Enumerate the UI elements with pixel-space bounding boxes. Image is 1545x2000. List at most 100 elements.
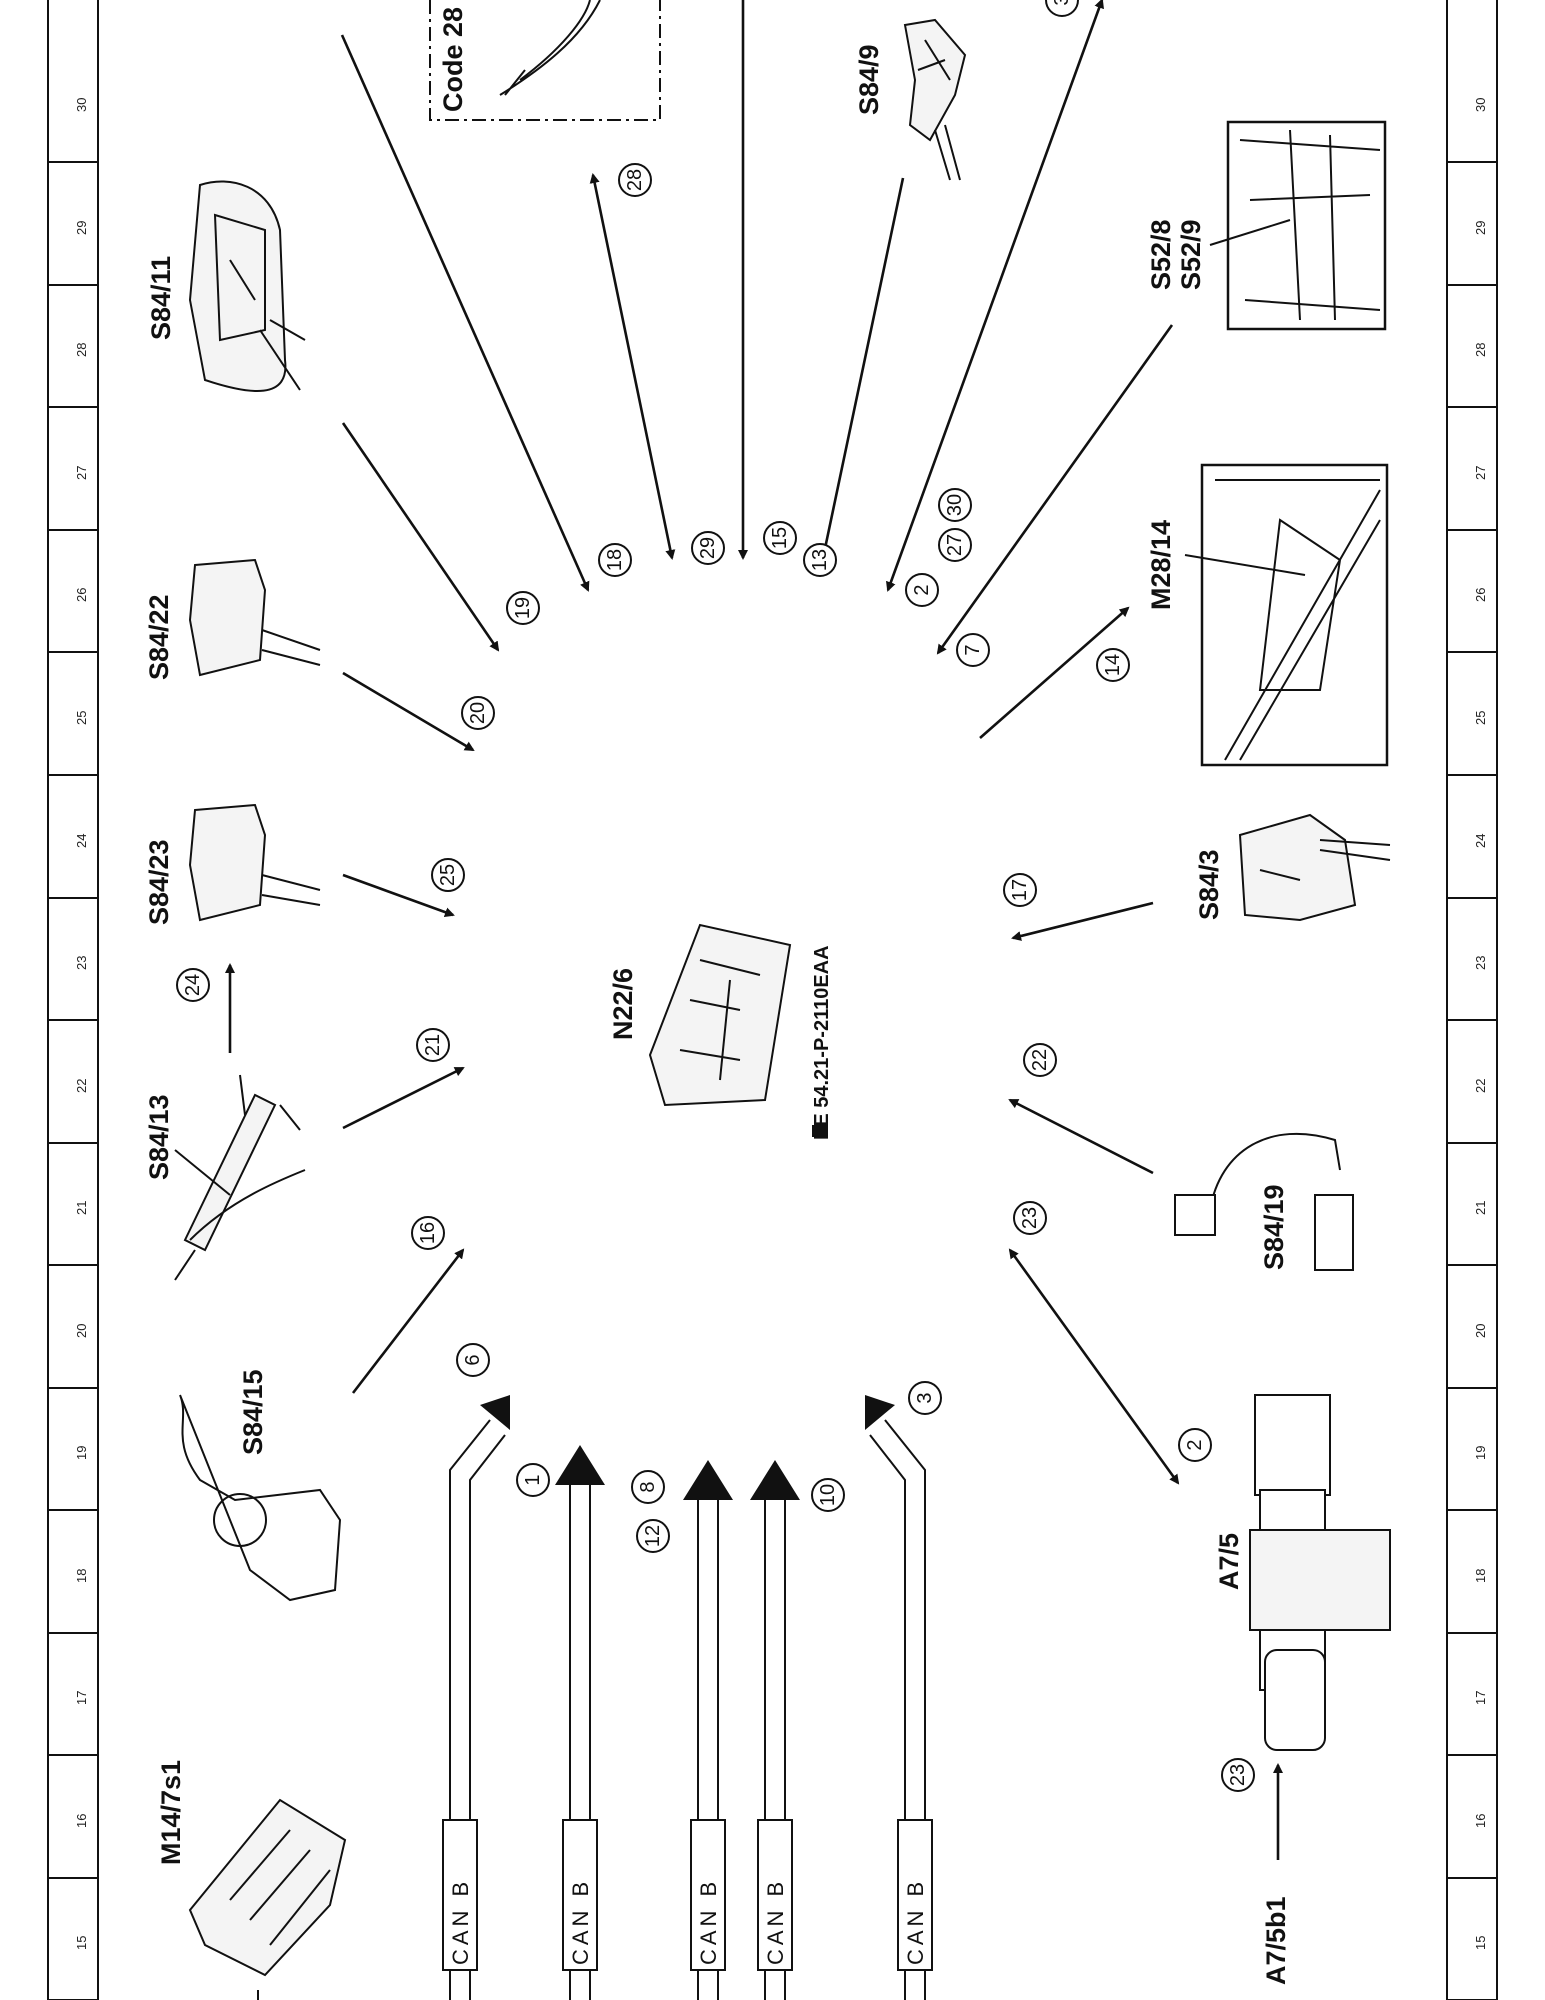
callout-22: 22 — [1023, 1043, 1057, 1077]
label-a7-5b1: A7/5b1 — [1261, 1896, 1291, 1985]
arrow-2b-23 — [1008, 1248, 1180, 1485]
component-s84-23: S84/23 — [144, 803, 321, 925]
can-b-buses: CAN B CAN B CAN B CAN B CAN B — [442, 1395, 933, 2000]
label-a7-5b1-group: A7/5b1 — [1261, 1896, 1291, 1985]
can-b-label: CAN B — [763, 1878, 788, 1965]
svg-text:28: 28 — [624, 169, 646, 191]
svg-text:3: 3 — [1051, 0, 1073, 6]
pointing-hand-icon — [812, 1125, 828, 1137]
component-n22-6[interactable]: N22/6 PE 54.21-P-2110EAA — [608, 923, 833, 1140]
callout-13: 13 — [803, 543, 837, 577]
can-b-label: CAN B — [448, 1878, 473, 1965]
svg-text:2: 2 — [1184, 1439, 1206, 1450]
can-b-label: CAN B — [696, 1878, 721, 1965]
callout-15: 15 — [763, 521, 797, 555]
svg-text:22: 22 — [1029, 1049, 1051, 1071]
svg-text:2: 2 — [911, 584, 933, 595]
arrow-28-29 — [589, 173, 676, 560]
label-s84-3: S84/3 — [1194, 849, 1224, 920]
connection-arrows — [225, 0, 1283, 1860]
svg-text:30: 30 — [944, 494, 966, 516]
label-s84-13: S84/13 — [144, 1094, 174, 1180]
ruler-label: 28 — [74, 343, 89, 357]
component-m28-14: M28/14 — [1146, 463, 1389, 767]
svg-text:6: 6 — [462, 1354, 484, 1365]
ruler-label: 15 — [1473, 1936, 1488, 1950]
callout-23: 23 — [1221, 1758, 1255, 1792]
callout-1: 1 — [516, 1463, 550, 1497]
can-b-bus: CAN B — [865, 1395, 933, 2000]
label-m14-7s1: M14/7s1 — [156, 1760, 186, 1865]
ruler-label: 15 — [74, 1936, 89, 1950]
ruler-label: 18 — [1473, 1569, 1488, 1583]
label-m28-14: M28/14 — [1146, 520, 1176, 610]
can-b-bus: CAN B — [442, 1395, 510, 2000]
callout-18: 18 — [598, 543, 632, 577]
arrow-14 — [979, 606, 1130, 739]
ruler-label: 19 — [74, 1446, 89, 1460]
svg-text:16: 16 — [417, 1222, 439, 1244]
arrow-17 — [1011, 901, 1154, 941]
component-s84-19: S84/19 — [1174, 1132, 1354, 1271]
label-n22-6: N22/6 — [608, 968, 638, 1040]
can-b-bus: CAN B — [683, 1460, 733, 2000]
ruler-label: 26 — [74, 588, 89, 602]
label-a7-5: A7/5 — [1214, 1533, 1244, 1590]
callout-28: 28 — [618, 163, 652, 197]
label-s84-11: S84/11 — [146, 256, 176, 340]
callout-19: 19 — [506, 591, 540, 625]
ruler-label: 27 — [74, 466, 89, 480]
ruler-label: 19 — [1473, 1446, 1488, 1460]
ruler-label: 16 — [1473, 1814, 1488, 1828]
callout-25: 25 — [431, 858, 465, 892]
component-s84-9: S84/9 — [854, 18, 967, 181]
label-s84-22: S84/22 — [144, 594, 174, 680]
arrow-20 — [342, 671, 475, 752]
svg-text:27: 27 — [944, 534, 966, 556]
component-m14-7s1: M14/7s1 — [156, 1760, 347, 2000]
ruler-label: 29 — [74, 221, 89, 235]
ruler-label: 16 — [74, 1814, 89, 1828]
svg-text:20: 20 — [467, 702, 489, 724]
ruler-label: 24 — [74, 834, 89, 848]
callout-8: 8 — [631, 1470, 665, 1504]
arrow-18 — [340, 34, 590, 592]
callout-21: 21 — [416, 1028, 450, 1062]
label-s84-19: S84/19 — [1259, 1184, 1289, 1270]
callout-12: 12 — [636, 1519, 670, 1553]
callout-6: 6 — [456, 1343, 490, 1377]
svg-text:3: 3 — [914, 1392, 936, 1403]
callout-2: 2 — [905, 573, 939, 607]
ruler-label: 24 — [1473, 834, 1488, 848]
ruler-label: 23 — [74, 956, 89, 970]
arrow-21 — [342, 1066, 465, 1130]
svg-text:7: 7 — [962, 644, 984, 655]
can-b-label: CAN B — [568, 1878, 593, 1965]
ruler-label: 22 — [74, 1079, 89, 1093]
ruler-label: 21 — [1473, 1201, 1488, 1215]
component-s84-15: S84/15 — [179, 1369, 342, 1602]
arrow-19 — [341, 422, 500, 652]
code-28-box: Code 28 — [429, 0, 661, 121]
svg-text:18: 18 — [604, 549, 626, 571]
callout-14: 14 — [1096, 648, 1130, 682]
ruler-label: 20 — [1473, 1324, 1488, 1338]
svg-text:21: 21 — [422, 1034, 444, 1056]
svg-text:10: 10 — [817, 1484, 839, 1506]
component-s84-3: S84/3 — [1194, 813, 1391, 922]
ruler-label: 17 — [1473, 1691, 1488, 1705]
label-s84-23: S84/23 — [144, 839, 174, 925]
ruler-label: 23 — [1473, 956, 1488, 970]
can-b-label: CAN B — [903, 1878, 928, 1965]
ruler-label: 20 — [74, 1324, 89, 1338]
callout-2: 2 — [1178, 1428, 1212, 1462]
code-28-label: Code 28 — [438, 7, 468, 112]
callout-27: 27 — [938, 528, 972, 562]
ruler-label: 30 — [74, 98, 89, 112]
callout-29: 29 — [691, 531, 725, 565]
component-s84-11: S84/11 — [146, 180, 306, 393]
